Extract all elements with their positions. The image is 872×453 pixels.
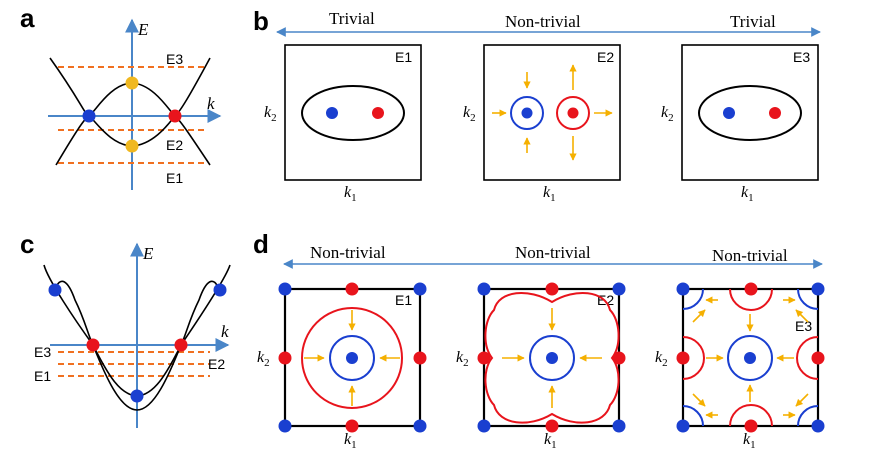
panel-letter-d: d — [253, 229, 269, 259]
weyl-node-red — [168, 109, 182, 123]
box-label: E2 — [597, 49, 614, 65]
arrow-label-b-left: Trivial — [329, 9, 375, 28]
k1-label: k1 — [743, 431, 756, 451]
panel-b: b Trivial Non-trivial Trivial E1 k2 k1 E… — [253, 6, 821, 204]
weyl-node-blue — [82, 109, 96, 123]
bz-box-d-e1: E1 k2 k1 — [257, 282, 427, 451]
k2-label: k2 — [257, 349, 270, 369]
panel-letter-a: a — [20, 3, 35, 33]
k2-label: k2 — [456, 349, 469, 369]
k2-label: k2 — [463, 104, 476, 124]
momentum-axis-label: k — [221, 322, 229, 341]
node-red — [372, 107, 384, 119]
momentum-axis-label: k — [207, 94, 215, 113]
k1-label: k1 — [344, 184, 357, 204]
bz-box-b-e2: E2 k2 k1 — [463, 44, 621, 204]
level-label-e2: E2 — [208, 356, 225, 372]
node-blue — [326, 107, 338, 119]
box-label: E3 — [795, 318, 812, 334]
level-label-e2: E2 — [166, 137, 183, 153]
level-label-e3: E3 — [34, 344, 51, 360]
box-label: E3 — [793, 49, 810, 65]
panel-c: c E k E3 E2 E1 — [20, 229, 231, 428]
band-2 — [54, 280, 220, 411]
arrow-label-d-right: Non-trivial — [712, 246, 788, 265]
k2-label: k2 — [661, 104, 674, 124]
panel-letter-c: c — [20, 229, 34, 259]
panel-letter-b: b — [253, 6, 269, 36]
node-blue-right — [213, 283, 227, 297]
energy-axis-label: E — [137, 20, 149, 39]
arrow-label-b-right: Trivial — [730, 12, 776, 31]
node-blue-bottom — [130, 389, 144, 403]
node-blue-center — [346, 352, 358, 364]
node-blue-center — [546, 352, 558, 364]
level-label-e3: E3 — [166, 51, 183, 67]
arrow-label-d-center: Non-trivial — [515, 243, 591, 262]
band-extremum-bottom — [125, 139, 139, 153]
k1-label: k1 — [741, 184, 754, 204]
level-label-e1: E1 — [166, 170, 183, 186]
node-red — [567, 107, 579, 119]
k2-label: k2 — [655, 349, 668, 369]
node-blue — [723, 107, 735, 119]
band-extremum-top — [125, 76, 139, 90]
bz-box-b-e3: E3 k2 k1 — [661, 44, 819, 204]
arrow-label-b-center: Non-trivial — [505, 12, 581, 31]
arrow-label-d-left: Non-trivial — [310, 243, 386, 262]
box-label: E1 — [395, 49, 412, 65]
node-red-left — [86, 338, 100, 352]
k1-label: k1 — [543, 184, 556, 204]
energy-axis-label: E — [142, 244, 154, 263]
box-label: E1 — [395, 292, 412, 308]
node-blue-center — [744, 352, 756, 364]
bz-box-b-e1: E1 k2 k1 — [264, 44, 422, 204]
node-blue-left — [48, 283, 62, 297]
panel-d: d Non-trivial Non-trivial Non-trivial E1… — [253, 229, 825, 451]
bz-box-d-e3: E3 — [655, 282, 825, 451]
level-label-e1: E1 — [34, 368, 51, 384]
panel-a: a E k E3 E2 E1 — [20, 3, 222, 190]
k1-label: k1 — [544, 431, 557, 451]
node-red-right — [174, 338, 188, 352]
k1-label: k1 — [344, 431, 357, 451]
node-blue — [521, 107, 533, 119]
k2-label: k2 — [264, 104, 277, 124]
node-red — [769, 107, 781, 119]
bz-box-d-e2: E2 k2 k1 — [456, 282, 626, 451]
